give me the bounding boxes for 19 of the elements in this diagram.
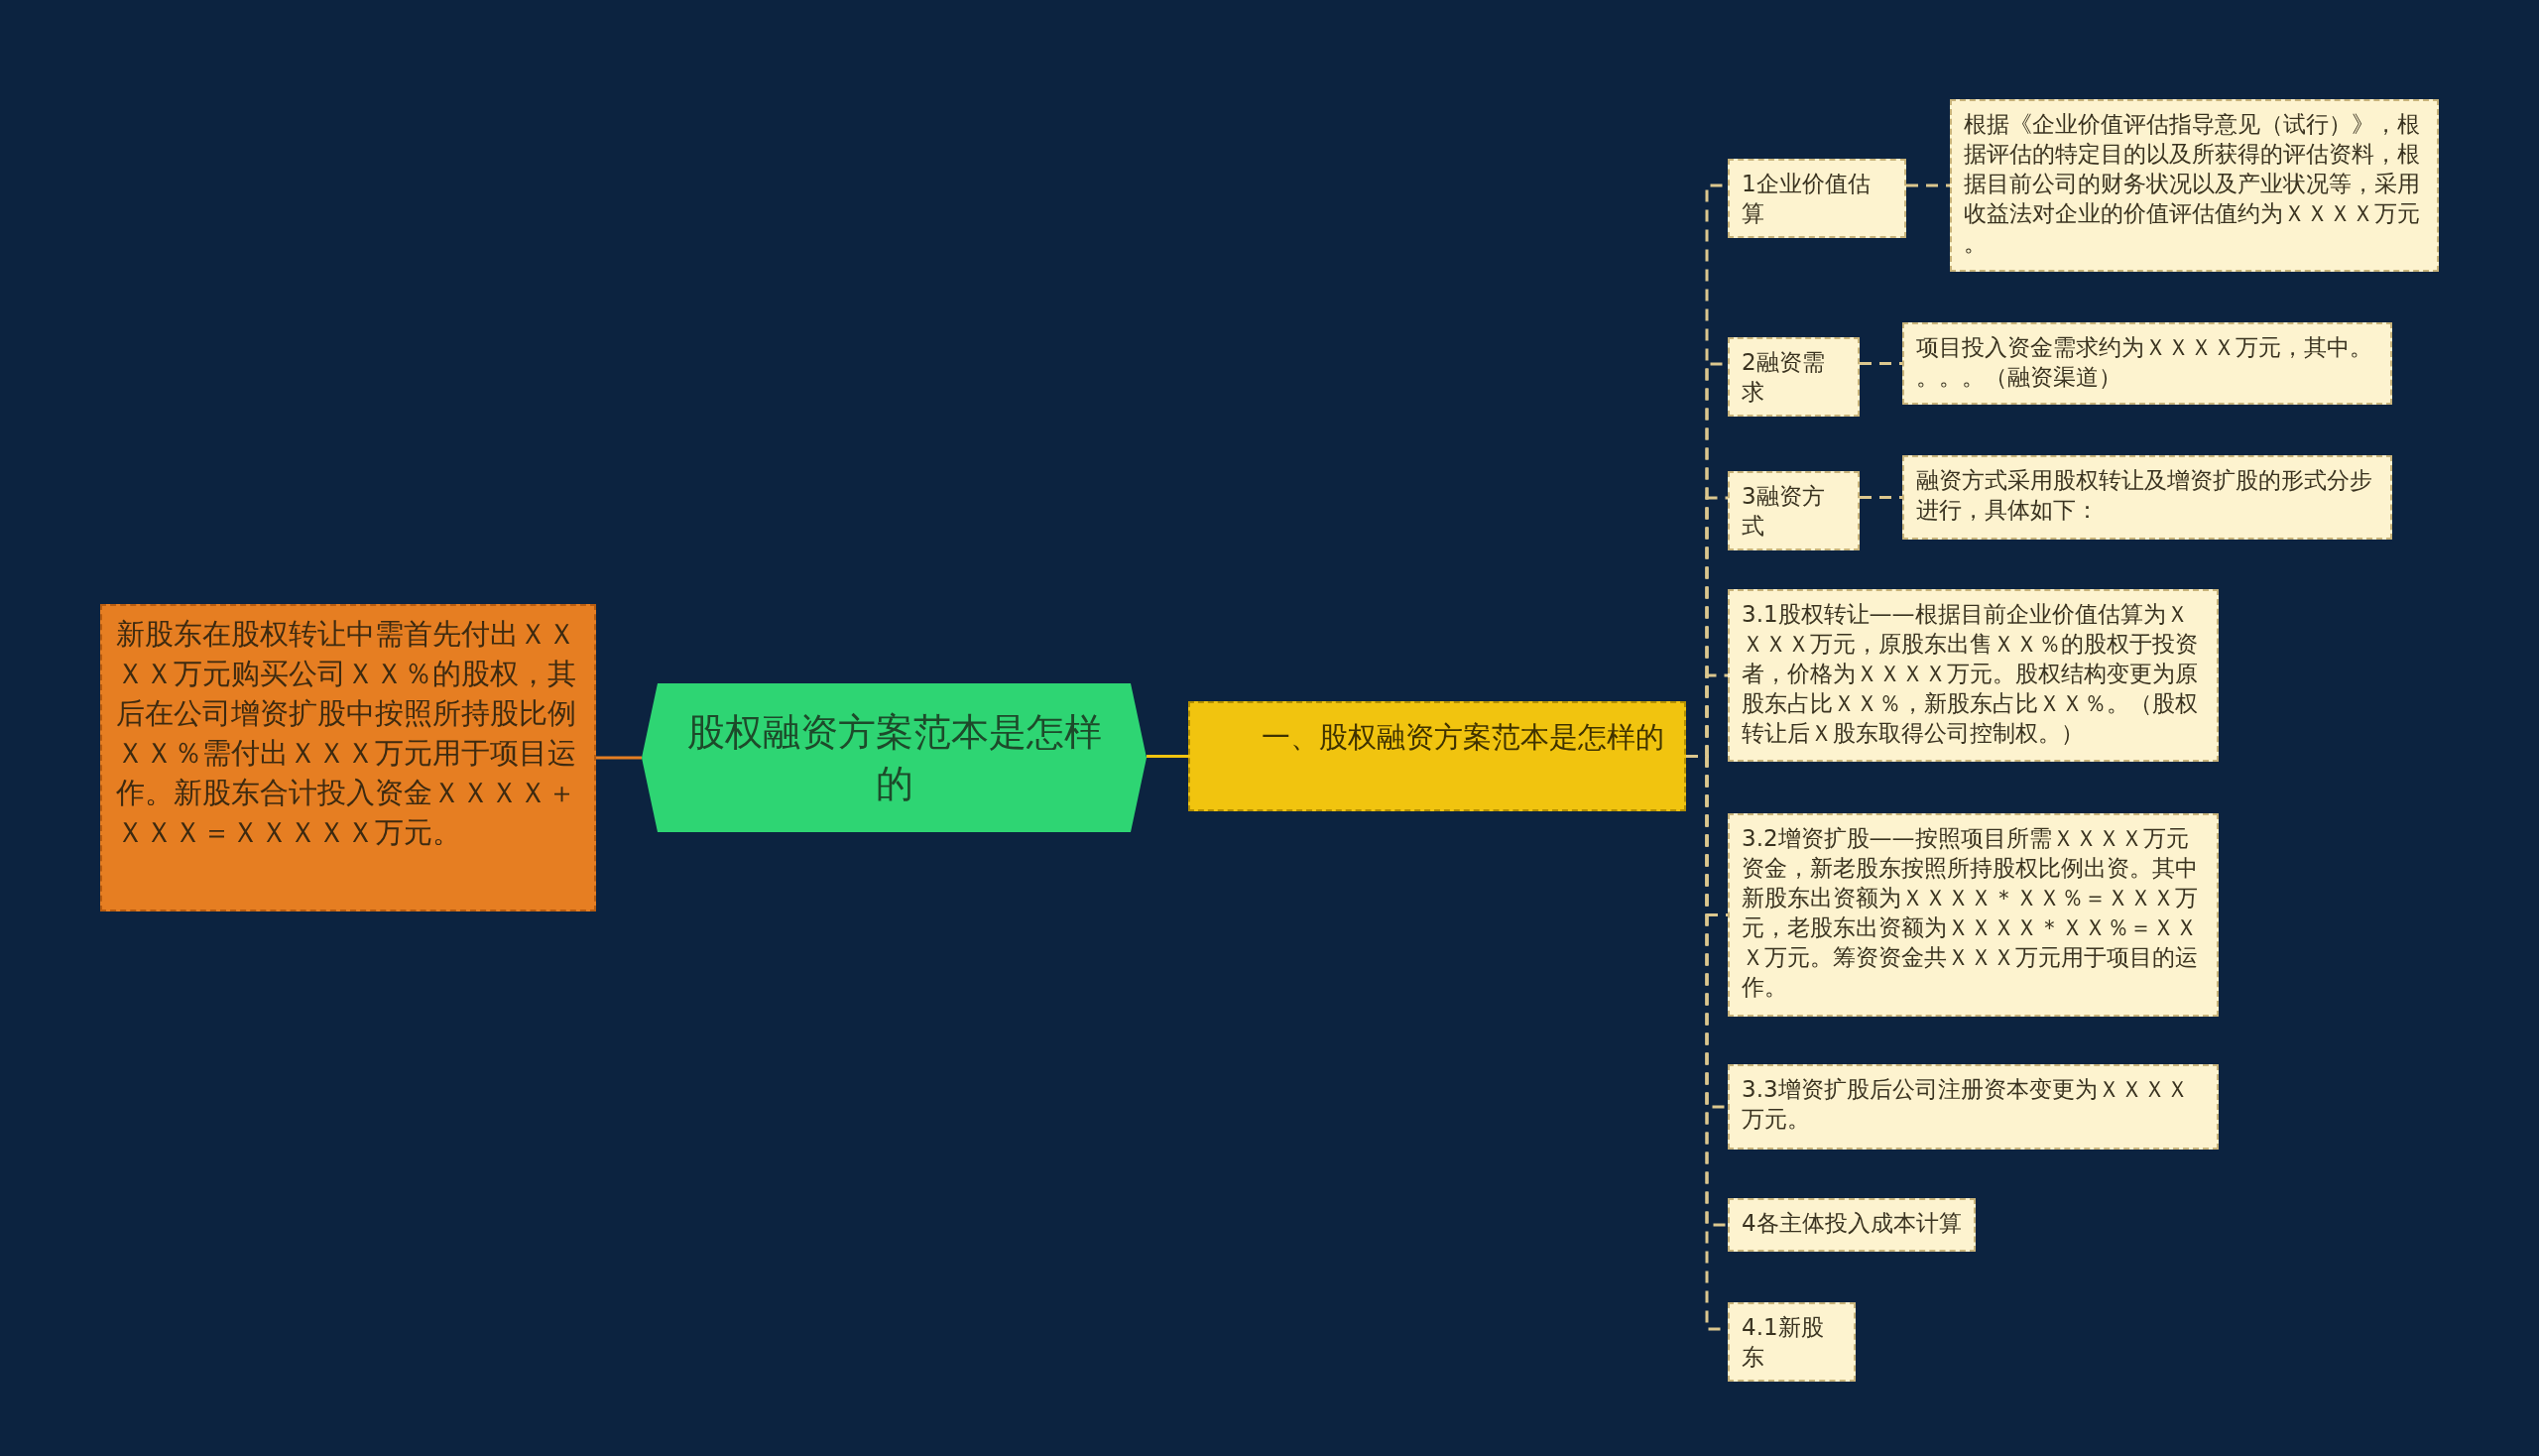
topic-box: 4.1新股东	[1728, 1302, 1856, 1382]
connector	[1147, 755, 1188, 758]
detail-box: 根据《企业价值评估指导意见（试行）》，根据评估的特定目的以及所获得的评估资料，根据目前公司的财务状况以及产业状况等，采用收益法对企业的价值评估值约为ＸＸＸＸ万元。	[1950, 99, 2439, 272]
topic-box: 3.3增资扩股后公司注册资本变更为ＸＸＸＸ万元。	[1728, 1064, 2219, 1150]
topic-hexagon: 股权融资方案范本是怎样的	[642, 683, 1147, 832]
detail-box: 融资方式采用股权转让及增资扩股的形式分步进行，具体如下：	[1902, 455, 2392, 540]
connector	[1860, 496, 1902, 499]
note-box: 新股东在股权转让中需首先付出ＸＸＸＸ万元购买公司ＸＸ％的股权，其后在公司增资扩股中按照所持股比例ＸＸ％需付出ＸＸＸ万元用于项目运作。新股东合计投入资金ＸＸＸＸ＋ＸＸＸ＝ＸＸＸＸＸ万元。	[100, 604, 596, 911]
connector	[1906, 183, 1950, 187]
detail-box: 项目投入资金需求约为ＸＸＸＸ万元，其中。。。。（融资渠道）	[1902, 322, 2392, 405]
topic-box: 3.1股权转让——根据目前企业价值估算为ＸＸＸＸ万元，原股东出售ＸＸ％的股权于投资者，价格为ＸＸＸＸ万元。股权结构变更为原股东占比ＸＸ％，新股东占比ＸＸ％。（股权转让后Ｘ股东取得公司控制权。）	[1728, 589, 2219, 762]
branch-box: 一、股权融资方案范本是怎样的	[1188, 701, 1686, 811]
connector	[1860, 362, 1902, 365]
topic-box: 3.2增资扩股——按照项目所需ＸＸＸＸ万元资金，新老股东按照所持股权比例出资。其中新股东出资额为ＸＸＸＸ＊ＸＸ％＝ＸＸＸ万元，老股东出资额为ＸＸＸＸ＊ＸＸ％＝ＸＸＸ万元。筹资资金共ＸＸＸ万元用于项目的运作。	[1728, 813, 2219, 1017]
topic-box: 4各主体投入成本计算	[1728, 1198, 1976, 1252]
topic-box: 3融资方式	[1728, 471, 1860, 550]
topic-box: 1企业价值估算	[1728, 159, 1906, 238]
connector	[596, 756, 642, 760]
topic-box: 2融资需求	[1728, 337, 1860, 417]
